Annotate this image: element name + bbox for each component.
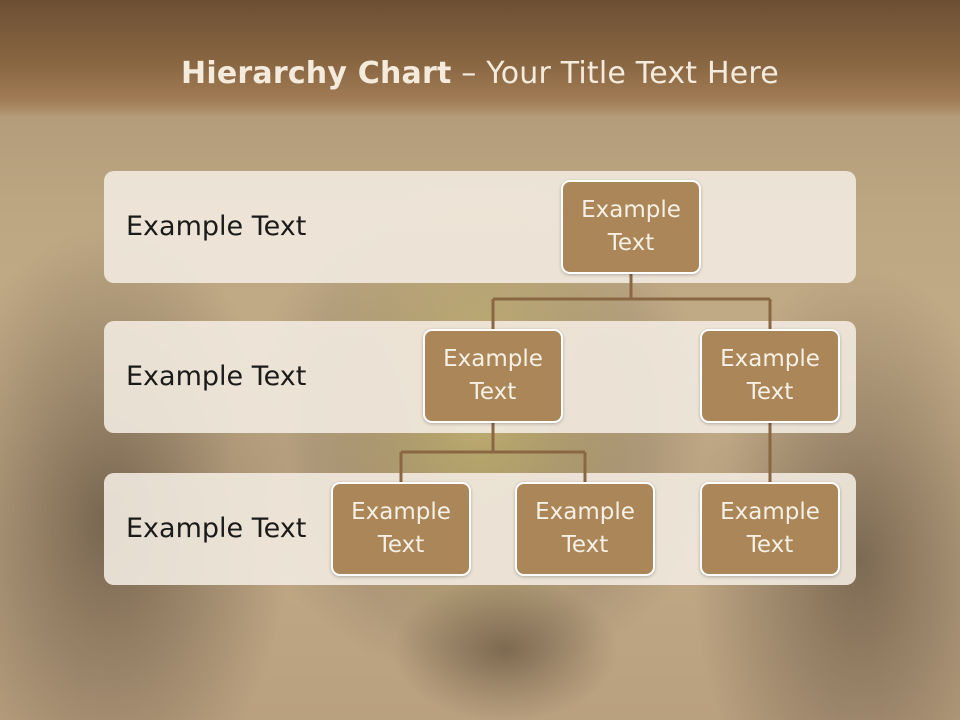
node-level2-left[interactable]: Example Text	[423, 329, 563, 423]
slide-title-bold: Hierarchy Chart	[181, 56, 452, 91]
node-level2-right[interactable]: Example Text	[700, 329, 840, 423]
node-root[interactable]: Example Text	[561, 180, 701, 274]
title-bar	[0, 0, 960, 118]
background-pattern	[360, 560, 650, 720]
connector-root-to-level2	[491, 274, 772, 329]
node-level3-left-a[interactable]: Example Text	[331, 482, 471, 576]
slide-title: Hierarchy Chart – Your Title Text Here	[0, 56, 960, 91]
node-level3-left-b[interactable]: Example Text	[515, 482, 655, 576]
slide-title-rest: – Your Title Text Here	[451, 56, 779, 91]
connector-left-to-level3	[399, 423, 587, 482]
level-band-1	[104, 171, 856, 283]
level-label-1: Example Text	[126, 211, 307, 242]
node-level3-right[interactable]: Example Text	[700, 482, 840, 576]
level-label-2: Example Text	[126, 361, 307, 392]
level-label-3: Example Text	[126, 513, 307, 544]
